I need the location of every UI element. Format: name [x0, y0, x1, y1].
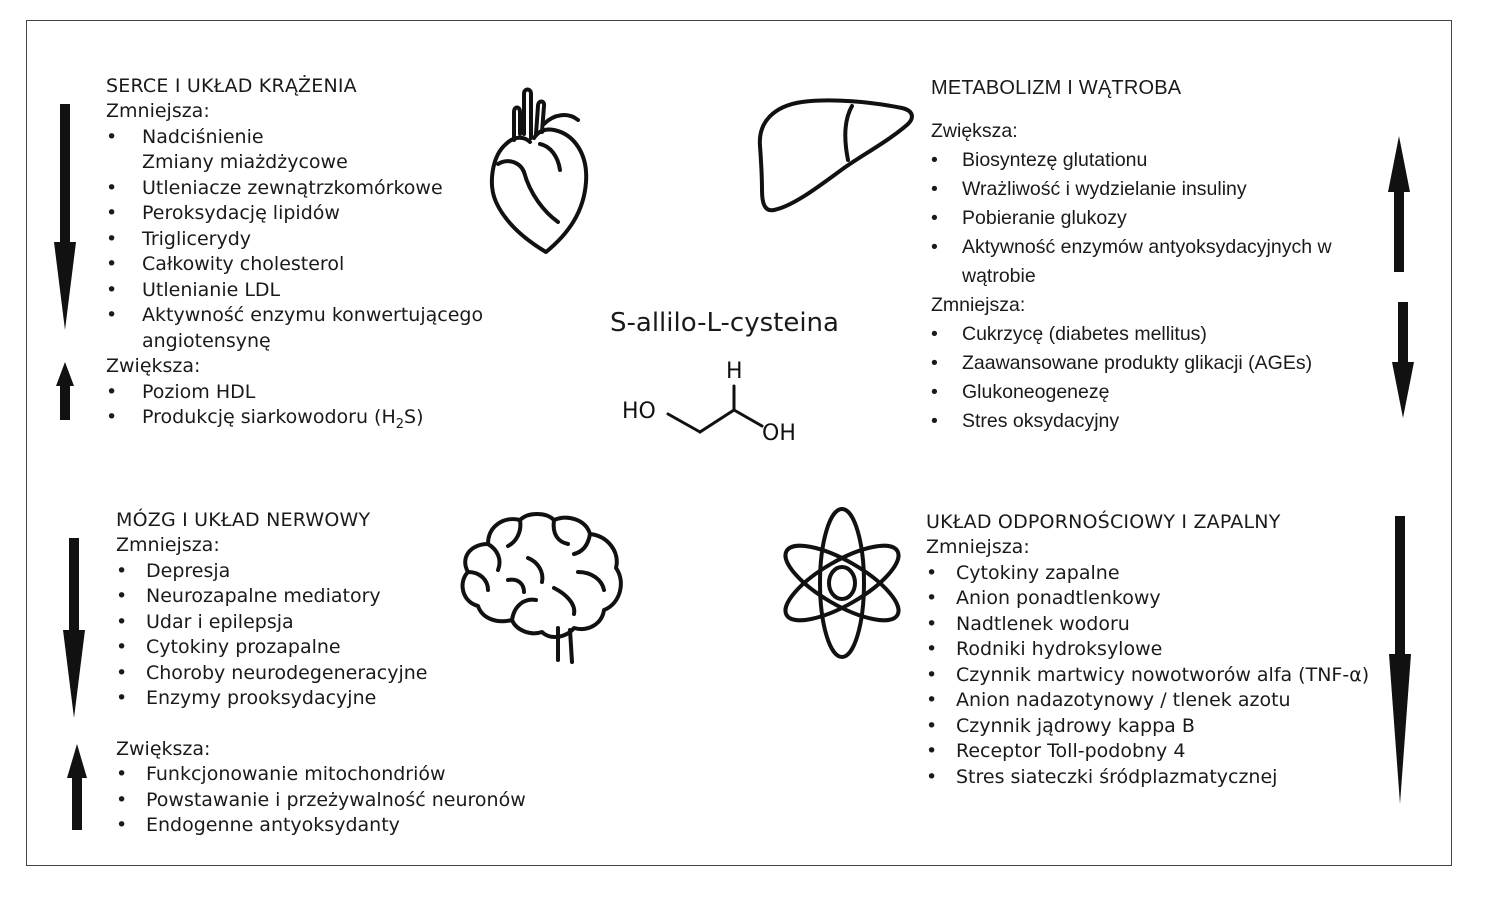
- chemical-structure: HO H OH: [622, 359, 796, 446]
- liver-title: METABOLIZM I WĄTROBA: [931, 77, 1182, 99]
- list-item: Poziom HDL: [106, 380, 526, 406]
- list-item: Choroby neurodegeneracyjne: [116, 661, 546, 687]
- list-item: Cytokiny prozapalne: [116, 635, 546, 661]
- list-item: Glukoneogenezę: [931, 378, 1381, 407]
- list-item: Stres oksydacyjny: [931, 407, 1381, 436]
- liver-increases-list: Biosyntezę glutationu Wrażliwość i wydzi…: [931, 146, 1381, 291]
- list-item: Cukrzycę (diabetes mellitus): [931, 320, 1381, 349]
- immune-decreases-list: Cytokiny zapalne Anion ponadtlenkowy Nad…: [926, 561, 1376, 791]
- list-item: Czynnik martwicy nowotworów alfa (TNF-α): [926, 663, 1376, 689]
- brain-increases-list: Funkcjonowanie mitochondriów Powstawanie…: [116, 762, 546, 839]
- heart-title: SERCE I UKŁAD KRĄŻENIA: [106, 75, 357, 97]
- structure-label-h: H: [726, 359, 743, 384]
- brain-section: MÓZG I UKŁAD NERWOWY Zmniejsza: Depresja…: [116, 508, 546, 839]
- atom-icon: [783, 507, 901, 659]
- immune-section: UKŁAD ODPORNOŚCIOWY I ZAPALNY Zmniejsza:…: [926, 510, 1376, 790]
- up-arrow-icon: [67, 744, 87, 830]
- liver-decreases-label: Zmniejsza:: [931, 294, 1026, 316]
- list-item: Udar i epilepsja: [116, 610, 546, 636]
- compound-name: S-allilo-L-cysteina: [610, 308, 839, 338]
- list-item: Zmiany miażdżycowe: [142, 151, 348, 173]
- list-item: Enzymy prooksydacyjne: [116, 686, 546, 712]
- liver-decreases-list: Cukrzycę (diabetes mellitus) Zaawansowan…: [931, 320, 1381, 436]
- heart-section: SERCE I UKŁAD KRĄŻENIA Zmniejsza: Nadciś…: [106, 74, 526, 437]
- list-item: Cytokiny zapalne: [926, 561, 1376, 587]
- list-item: Całkowity cholesterol: [106, 252, 526, 278]
- immune-decreases-label: Zmniejsza:: [926, 536, 1030, 558]
- liver-icon: [757, 98, 914, 213]
- down-arrow-icon: [63, 538, 85, 718]
- heart-decreases-label: Zmniejsza:: [106, 100, 210, 122]
- up-arrow-icon: [1388, 136, 1410, 272]
- brain-title: MÓZG I UKŁAD NERWOWY: [116, 509, 371, 531]
- list-item: Anion nadazotynowy / tlenek azotu: [926, 688, 1376, 714]
- liver-increases-label: Zwiększa:: [931, 120, 1018, 142]
- list-item: Utleniacze zewnątrzkomórkowe: [106, 176, 526, 202]
- list-item: Neurozapalne mediatory: [116, 584, 546, 610]
- list-item: Wrażliwość i wydzielanie insuliny: [931, 175, 1381, 204]
- list-item: Pobieranie glukozy: [931, 204, 1381, 233]
- down-arrow-icon: [1392, 302, 1414, 418]
- list-item: Depresja: [116, 559, 546, 585]
- list-item: wątrobie: [962, 265, 1036, 287]
- down-arrow-icon: [1389, 516, 1411, 804]
- h2s-text-a: Produkcję siarkowodoru (H: [142, 406, 396, 428]
- liver-section: METABOLIZM I WĄTROBA Zwiększa: Biosyntez…: [931, 75, 1381, 436]
- list-item: Triglicerydy: [106, 227, 526, 253]
- heart-decreases-list: Nadciśnienie Zmiany miażdżycowe Utleniac…: [106, 125, 526, 355]
- brain-icon: [460, 512, 623, 664]
- brain-increases-label: Zwiększa:: [116, 737, 211, 760]
- list-item: Stres siateczki śródplazmatycznej: [926, 765, 1376, 791]
- list-item: Anion ponadtlenkowy: [926, 586, 1376, 612]
- list-item: Nadciśnienie: [106, 125, 526, 151]
- list-item: Aktywność enzymów antyoksydacyjnych w: [931, 233, 1381, 262]
- list-item: Czynnik jądrowy kappa B: [926, 714, 1376, 740]
- list-item: Produkcję siarkowodoru (H2S): [106, 405, 526, 437]
- up-arrow-icon: [56, 362, 74, 420]
- list-item: Utlenianie LDL: [106, 278, 526, 304]
- list-item: Aktywność enzymu konwertującego: [106, 303, 526, 329]
- list-item: Biosyntezę glutationu: [931, 146, 1381, 175]
- h2s-text-b: S): [404, 406, 424, 428]
- structure-label-ho: HO: [622, 399, 656, 424]
- brain-decreases-label: Zmniejsza:: [116, 534, 220, 556]
- list-item: Peroksydację lipidów: [106, 201, 526, 227]
- h2s-subscript: 2: [395, 416, 405, 432]
- diagram-frame: [26, 20, 1452, 866]
- brain-decreases-list: Depresja Neurozapalne mediatory Udar i e…: [116, 559, 546, 712]
- list-item: angiotensynę: [142, 329, 271, 352]
- list-item: Zaawansowane produkty glikacji (AGEs): [931, 349, 1381, 378]
- structure-label-oh: OH: [762, 421, 796, 446]
- list-item: Rodniki hydroksylowe: [926, 637, 1376, 663]
- down-arrow-icon: [54, 104, 76, 330]
- list-item: Funkcjonowanie mitochondriów: [116, 762, 546, 788]
- heart-increases-list: Poziom HDL Produkcję siarkowodoru (H2S): [106, 380, 526, 438]
- heart-icon: [489, 87, 589, 254]
- list-item: Nadtlenek wodoru: [926, 612, 1376, 638]
- list-item: Endogenne antyoksydanty: [116, 813, 546, 839]
- immune-title: UKŁAD ODPORNOŚCIOWY I ZAPALNY: [926, 511, 1281, 533]
- heart-increases-label: Zwiększa:: [106, 355, 201, 377]
- list-item: Receptor Toll-podobny 4: [926, 739, 1376, 765]
- list-item: Powstawanie i przeżywalność neuronów: [116, 788, 546, 814]
